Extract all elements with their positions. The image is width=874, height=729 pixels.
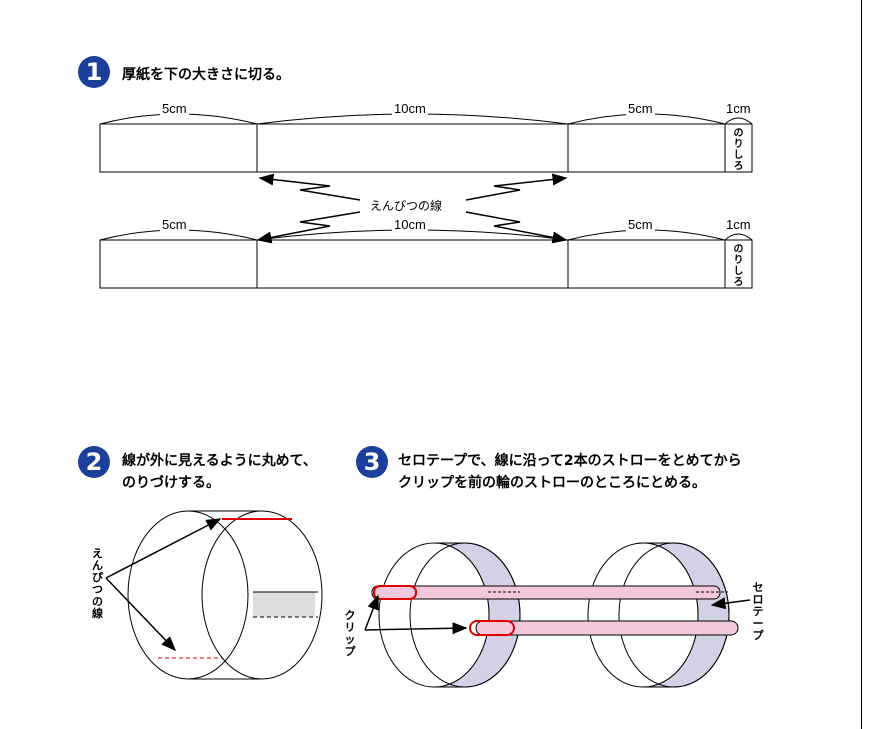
step-3-number-icon: 3 (356, 446, 388, 478)
step-2-instruction: 線が外に見えるように丸めて、 のりづけする。 (122, 450, 317, 494)
step-1-instruction: 厚紙を下の大きさに切る。 (122, 64, 290, 86)
dim-5cm-left-bottom: 5cm (160, 217, 189, 232)
ring-diagram (105, 510, 323, 680)
pencil-line-label: えんぴつの線 (370, 199, 443, 213)
step-1-number-icon: 1 (78, 56, 110, 88)
step-1-text: 厚紙を下の大きさに切る。 (122, 67, 290, 83)
dim-5cm-right-top: 5cm (626, 101, 655, 116)
dim-10cm-top: 10cm (392, 101, 428, 116)
pencil-line-arrows (256, 173, 568, 244)
step-3-line-1: セロテープで、線に沿って2本のストローをとめてから (398, 453, 742, 469)
step-3-instruction: セロテープで、線に沿って2本のストローをとめてから クリップを前の輪のストローの… (398, 450, 742, 494)
dim-5cm-left-top: 5cm (160, 101, 189, 116)
page-right-border (861, 0, 862, 729)
dim-1cm-top: 1cm (724, 101, 753, 116)
tape-label: セロテープ (752, 581, 764, 642)
step-2-number-icon: 2 (78, 446, 110, 478)
ring-pencil-line-label: えんぴつの線 (92, 547, 103, 620)
step-3-line-2: クリップを前の輪のストローのところにとめる。 (398, 475, 706, 491)
step-2-line-1: 線が外に見えるように丸めて、 (122, 453, 317, 469)
dim-5cm-right-bottom: 5cm (626, 217, 655, 232)
dim-1cm-bottom: 1cm (724, 217, 753, 232)
step-2-line-2: のりづけする。 (122, 475, 220, 491)
strip-bottom (99, 229, 753, 289)
glue-tab-label-top: のりしろ (733, 128, 744, 172)
car-diagram (364, 542, 751, 688)
strip-top (99, 113, 753, 173)
glue-tab-label-bottom: のりしろ (733, 244, 744, 288)
clip-label: クリップ (344, 609, 356, 658)
dim-10cm-bottom: 10cm (392, 217, 428, 232)
